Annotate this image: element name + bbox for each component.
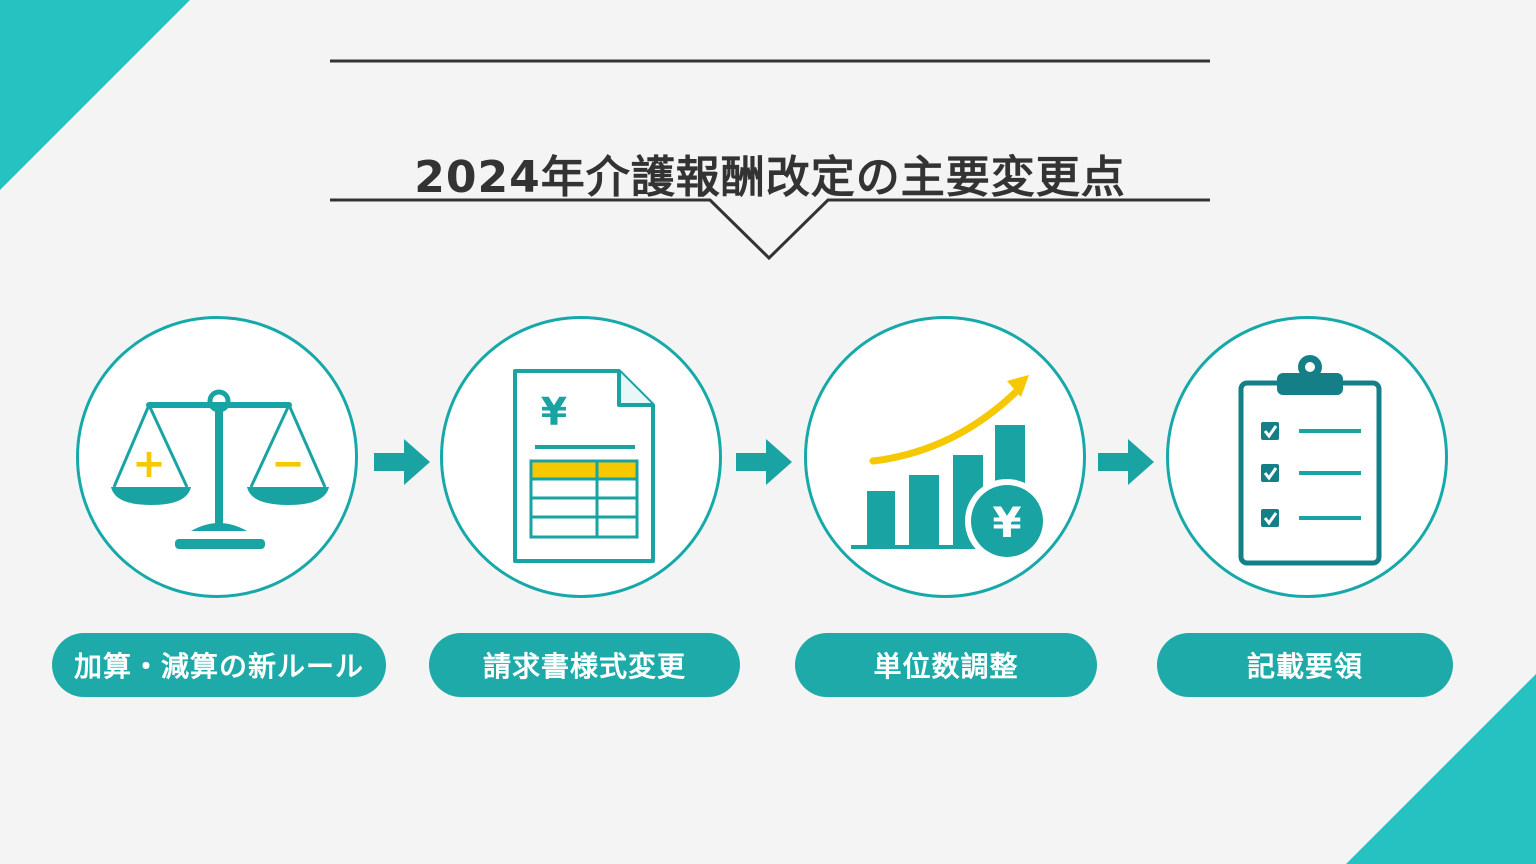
corner-decoration-bottom-right (1346, 674, 1536, 864)
step-2-circle: ¥ (440, 316, 722, 598)
step-1-circle: + − (76, 316, 358, 598)
arrow-right-icon (1098, 439, 1154, 485)
rising-bar-chart-yen-icon: ¥ (851, 375, 1049, 563)
step-4-circle (1166, 316, 1448, 598)
invoice-document-icon: ¥ (513, 369, 655, 563)
title-frame: 2024年介護報酬改定の主要変更点 (330, 58, 1210, 262)
yen-mark: ¥ (541, 390, 567, 434)
plus-mark: + (132, 441, 166, 487)
step-3-label: 単位数調整 (795, 633, 1097, 697)
title-frame-lines (330, 59, 1210, 261)
step-2-label: 請求書様式変更 (429, 633, 740, 697)
page-title: 2024年介護報酬改定の主要変更点 (414, 152, 1126, 203)
minus-mark: − (271, 441, 305, 487)
clipboard-checklist-icon (1238, 355, 1382, 566)
corner-decoration-top-left (0, 0, 190, 190)
arrow-right-icon (736, 439, 792, 485)
step-4-label: 記載要領 (1157, 633, 1453, 697)
balance-scale-icon: + − (111, 389, 329, 549)
coin-yen-mark: ¥ (992, 498, 1021, 547)
arrow-right-icon (374, 439, 430, 485)
step-1-label: 加算・減算の新ルール (52, 633, 386, 697)
step-3-circle: ¥ (804, 316, 1086, 598)
